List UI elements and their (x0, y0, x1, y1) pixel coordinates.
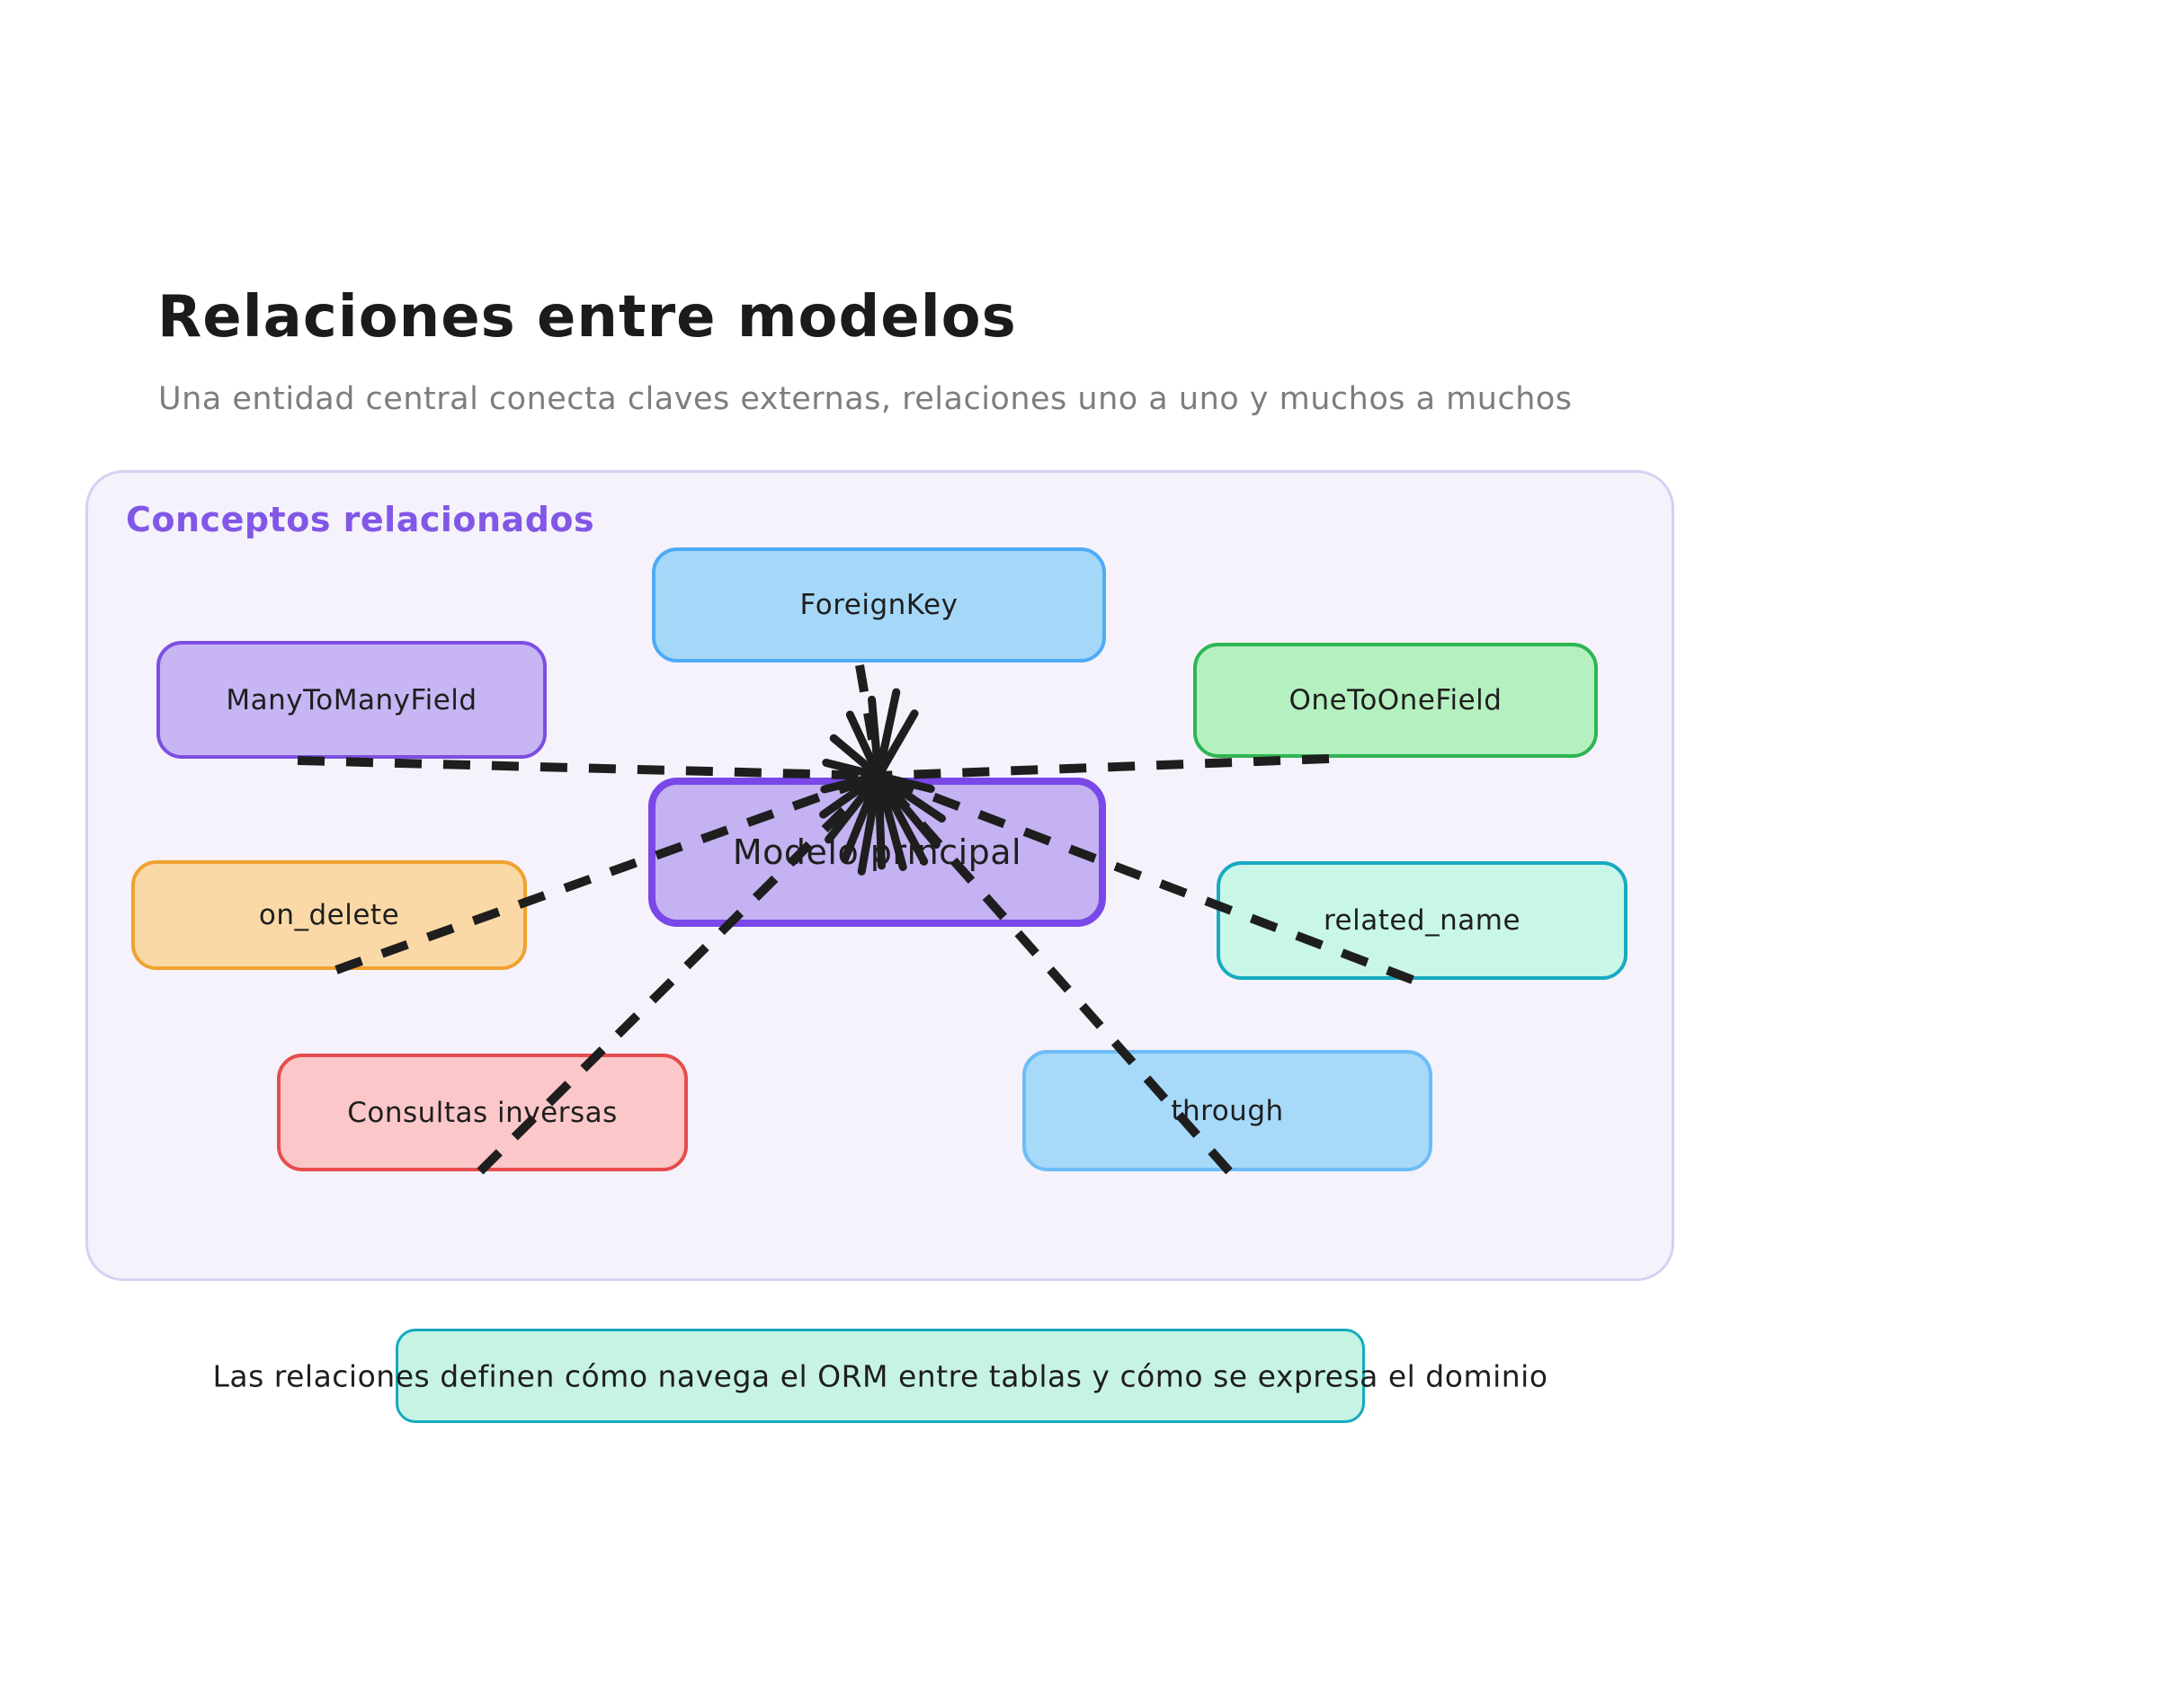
container-title: Conceptos relacionados (126, 500, 595, 539)
node-on-delete: on_delete (131, 860, 527, 970)
node-manytomanyfield: ManyToManyField (156, 641, 547, 759)
node-modelo-principal: Modelo principal (648, 778, 1106, 927)
page-title: Relaciones entre modelos (157, 284, 1017, 351)
node-consultas-inversas: Consultas inversas (277, 1054, 688, 1171)
node-foreignkey: ForeignKey (652, 547, 1106, 663)
node-onetoonefield: OneToOneField (1193, 643, 1598, 758)
node-related-name: related_name (1217, 861, 1627, 980)
page-subtitle: Una entidad central conecta claves exter… (158, 381, 1573, 417)
note-text: Las relaciones definen cómo navega el OR… (212, 1358, 1548, 1393)
node-through: through (1022, 1050, 1432, 1171)
note-box (396, 1329, 1365, 1423)
